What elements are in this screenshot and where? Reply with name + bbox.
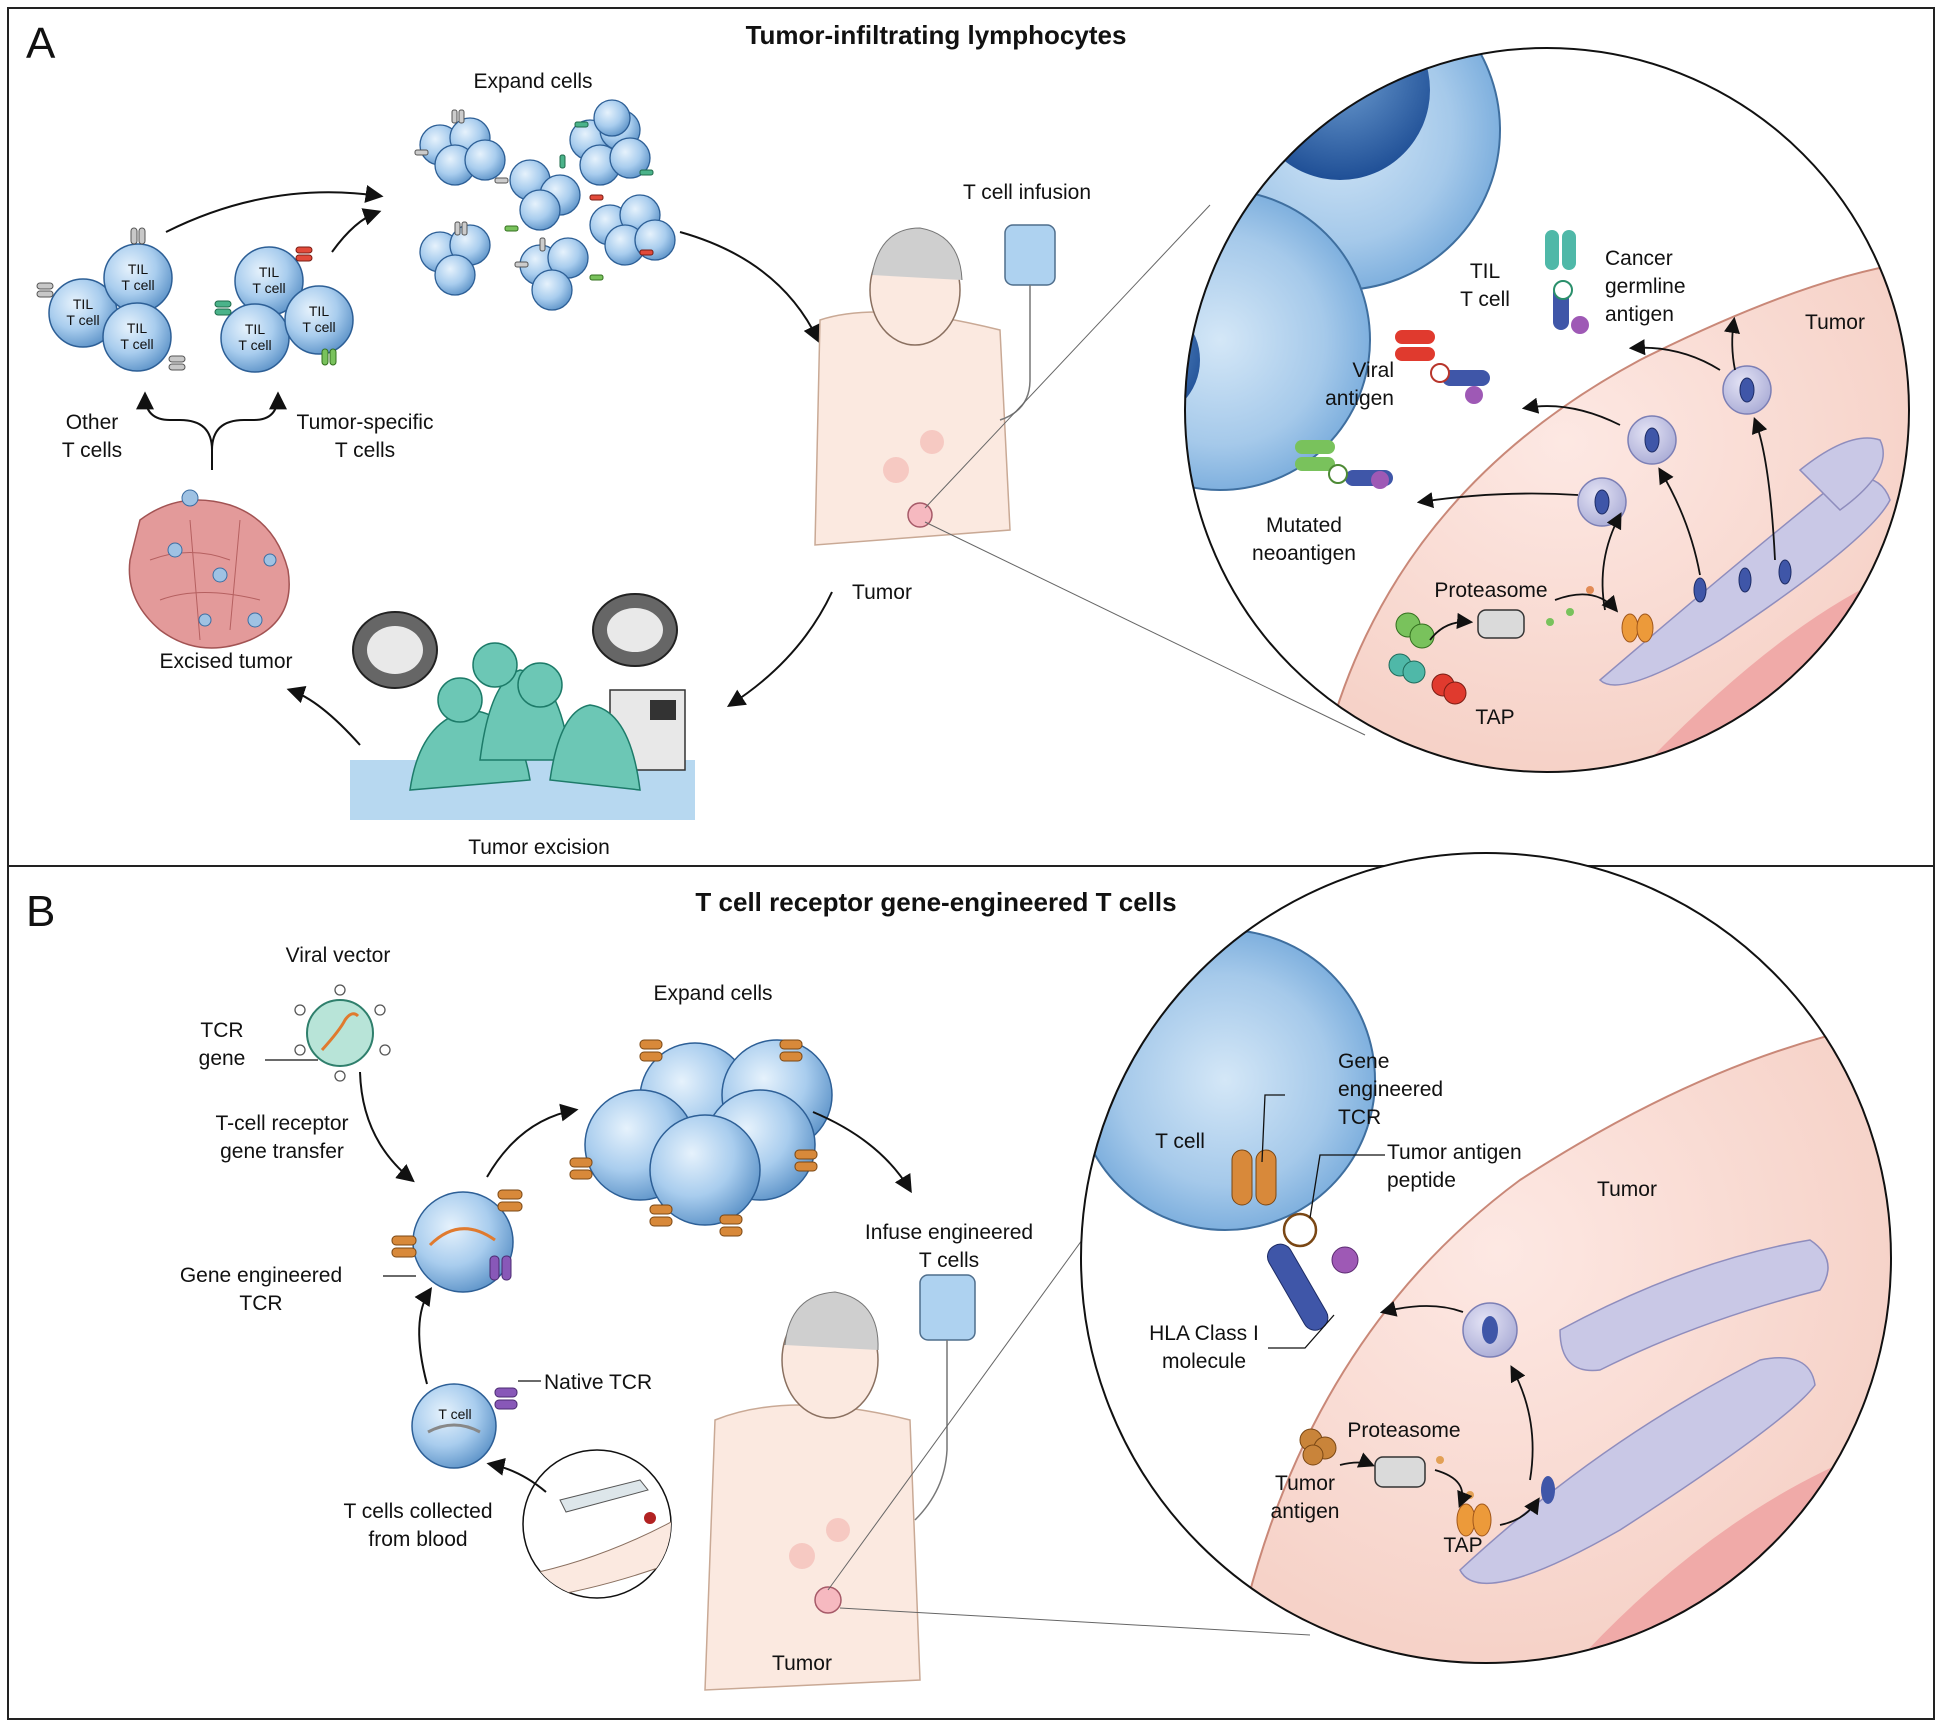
- expand-cells-label: Expand cells: [473, 70, 593, 93]
- viral-vector-label: Viral vector: [285, 944, 391, 967]
- gene-transfer-label: T-cell receptor gene transfer: [215, 1112, 349, 1163]
- inset-til-t-cell-label: TIL T cell: [1460, 260, 1510, 311]
- inset-gene-engineered-tcr-label: Gene engineered TCR: [1338, 1050, 1444, 1129]
- other-t-cells-cluster: [36, 227, 186, 372]
- tap-label: TAP: [1475, 706, 1515, 729]
- patient-b-art: [704, 1274, 976, 1691]
- native-tcr-label: Native TCR: [544, 1371, 653, 1394]
- inset-b-tumor-label: Tumor: [1597, 1178, 1657, 1201]
- viral-vector-art: [294, 984, 391, 1082]
- inset-b-tap-label: TAP: [1443, 1534, 1483, 1557]
- proteasome-label: Proteasome: [1434, 579, 1548, 602]
- tumor-b-label: Tumor: [772, 1652, 832, 1675]
- tumor-specific-t-cells-label: Tumor-specific T cells: [296, 411, 434, 462]
- panel-b-letter: B: [26, 887, 56, 936]
- tumor-antigen-label: Tumor antigen: [1270, 1472, 1340, 1523]
- surgery-scene-art: [350, 593, 695, 820]
- inset-a-art: [1184, 47, 1910, 773]
- cancer-germline-antigen-label: Cancer germline antigen: [1605, 247, 1686, 326]
- native-t-cell-art: [411, 1383, 518, 1469]
- panel-a-letter: A: [26, 19, 56, 68]
- blood-draw-art: [522, 1449, 672, 1599]
- inset-tumor-label: Tumor: [1805, 311, 1865, 334]
- til-t-cell-label: TIL T cell: [120, 320, 154, 352]
- til-t-cell-label: TIL T cell: [302, 303, 336, 335]
- other-t-cells-label: Other T cells: [61, 411, 123, 462]
- tcr-gene-label: TCR gene: [198, 1019, 246, 1070]
- engineered-t-cell-art: [391, 1189, 523, 1293]
- t-cell-infusion-label: T cell infusion: [962, 181, 1092, 204]
- til-t-cell-label: TIL T cell: [66, 296, 100, 328]
- tumor-label: Tumor: [852, 581, 912, 604]
- inset-b-art: [1080, 852, 1892, 1664]
- t-cells-collected-label: T cells collected from blood: [343, 1500, 493, 1551]
- tumor-specific-t-cells-cluster: [214, 246, 354, 373]
- til-t-cell-label: TIL T cell: [252, 264, 286, 296]
- patient-a-art: [814, 224, 1056, 546]
- til-t-cell-label: TIL T cell: [121, 261, 155, 293]
- viral-antigen-label: Viral antigen: [1325, 359, 1394, 410]
- excised-tumor-art: [128, 489, 290, 649]
- gene-engineered-tcr-label: Gene engineered TCR: [179, 1264, 343, 1315]
- tumor-excision-label: Tumor excision: [468, 836, 610, 859]
- inset-t-cell-label: T cell: [1155, 1130, 1205, 1153]
- panel-b-title: T cell receptor gene-engineered T cells: [695, 887, 1177, 917]
- inset-b-proteasome-label: Proteasome: [1347, 1419, 1461, 1442]
- tumor-antigen-peptide-label: Tumor antigen peptide: [1387, 1141, 1522, 1192]
- panel-a-title: Tumor-infiltrating lymphocytes: [745, 20, 1127, 50]
- mutated-neoantigen-label: Mutated neoantigen: [1252, 514, 1356, 565]
- hla-class-i-label: HLA Class I molecule: [1149, 1322, 1259, 1373]
- expanded-engineered-cells-art: [569, 1039, 833, 1237]
- excised-tumor-label: Excised tumor: [159, 650, 293, 673]
- expanded-cells: [414, 99, 676, 311]
- expand-cells-b-label: Expand cells: [653, 982, 773, 1005]
- native-t-cell-label: T cell: [438, 1406, 472, 1422]
- til-t-cell-label: TIL T cell: [238, 321, 272, 353]
- infuse-engineered-label: Infuse engineered T cells: [864, 1221, 1034, 1272]
